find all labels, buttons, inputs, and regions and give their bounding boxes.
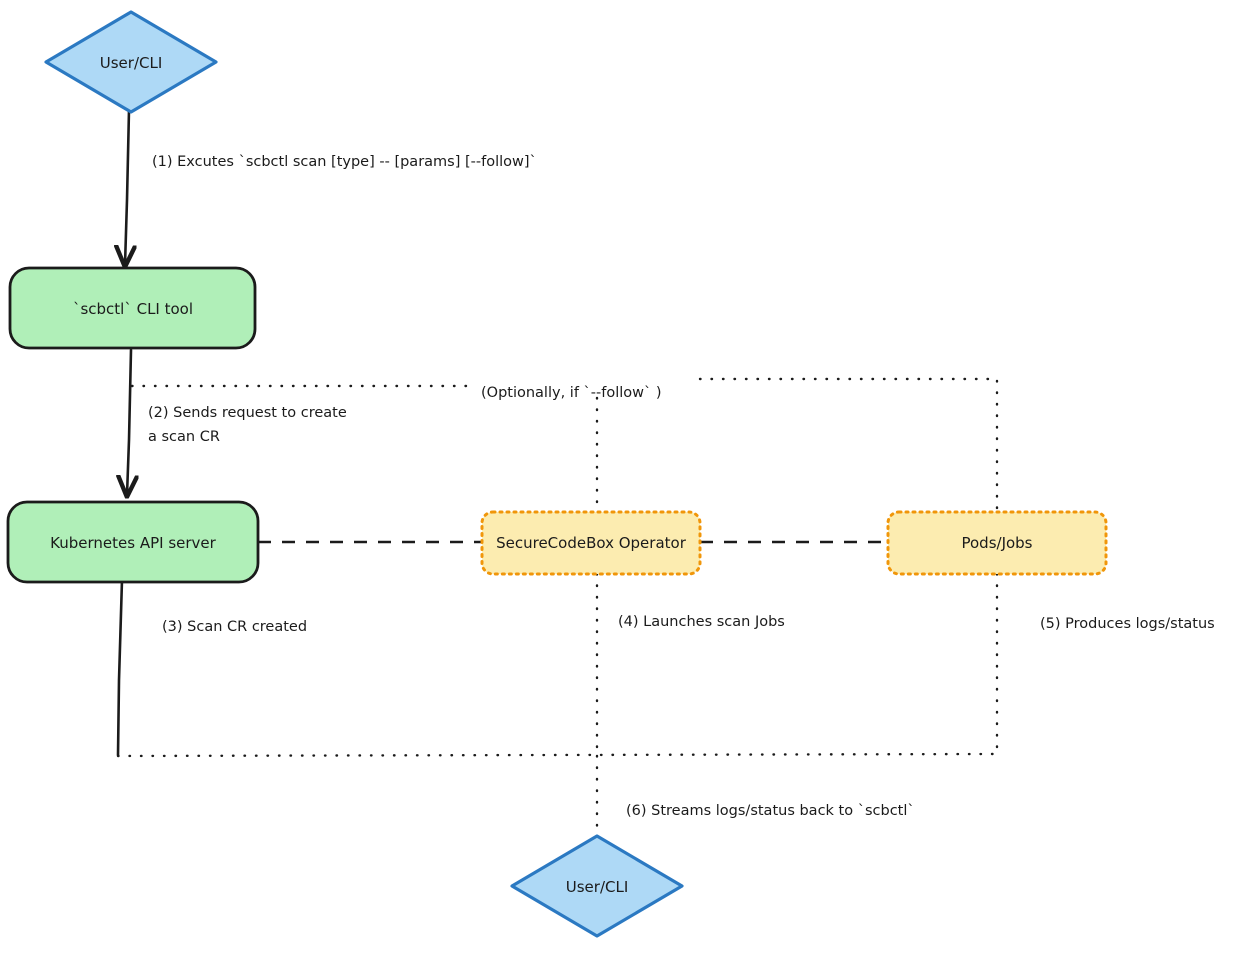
edge-optional-follow-segment-right <box>698 377 999 514</box>
edge-scbctl-to-k8sapi <box>127 348 131 495</box>
node-user-cli-top[interactable]: User/CLI <box>44 10 218 114</box>
node-user-cli-bottom-label: User/CLI <box>566 878 629 896</box>
node-scbctl-cli-tool[interactable]: `scbctl` CLI tool <box>8 266 257 350</box>
edge-label-3-scan-cr-created: (3) Scan CR created <box>162 619 307 635</box>
node-user-cli-top-label: User/CLI <box>100 54 163 72</box>
rect-shape-podsjobs <box>886 510 1108 576</box>
edge-label-1-executes: (1) Excutes `scbctl scan [type] -- [para… <box>152 154 537 170</box>
node-scbctl-cli-tool-label: `scbctl` CLI tool <box>73 300 193 318</box>
edge-label-4-launches-scan-jobs: (4) Launches scan Jobs <box>618 614 785 630</box>
rect-shape-k8sapi <box>6 500 260 584</box>
node-securecodebox-operator-label: SecureCodeBox Operator <box>496 534 687 552</box>
edge-user-to-scbctl <box>125 108 129 265</box>
node-pods-jobs[interactable]: Pods/Jobs <box>886 510 1108 576</box>
node-pods-jobs-label: Pods/Jobs <box>961 534 1032 552</box>
diamond-shape-user-bottom <box>510 834 684 938</box>
edge-return-bus-dotted <box>116 752 999 758</box>
node-kubernetes-api-server-label: Kubernetes API server <box>50 534 216 552</box>
edge-label-2-sends-request-line2: a scan CR <box>148 429 220 445</box>
edge-label-6-streams-logs-status: (6) Streams logs/status back to `scbctl` <box>626 803 915 819</box>
edge-label-5-produces-logs-status: (5) Produces logs/status <box>1040 616 1215 632</box>
rect-shape-scbctl <box>8 266 257 350</box>
edge-k8sapi-down-solid <box>116 578 124 757</box>
rect-shape-operator <box>480 510 702 576</box>
node-user-cli-bottom[interactable]: User/CLI <box>510 834 684 938</box>
node-kubernetes-api-server[interactable]: Kubernetes API server <box>6 500 260 584</box>
diamond-shape-user-top <box>44 10 218 114</box>
node-securecodebox-operator[interactable]: SecureCodeBox Operator <box>480 510 702 576</box>
edge-label-optionally-if-follow: (Optionally, if `--follow` ) <box>481 385 662 401</box>
edge-label-2-sends-request-line1: (2) Sends request to create <box>148 405 347 421</box>
